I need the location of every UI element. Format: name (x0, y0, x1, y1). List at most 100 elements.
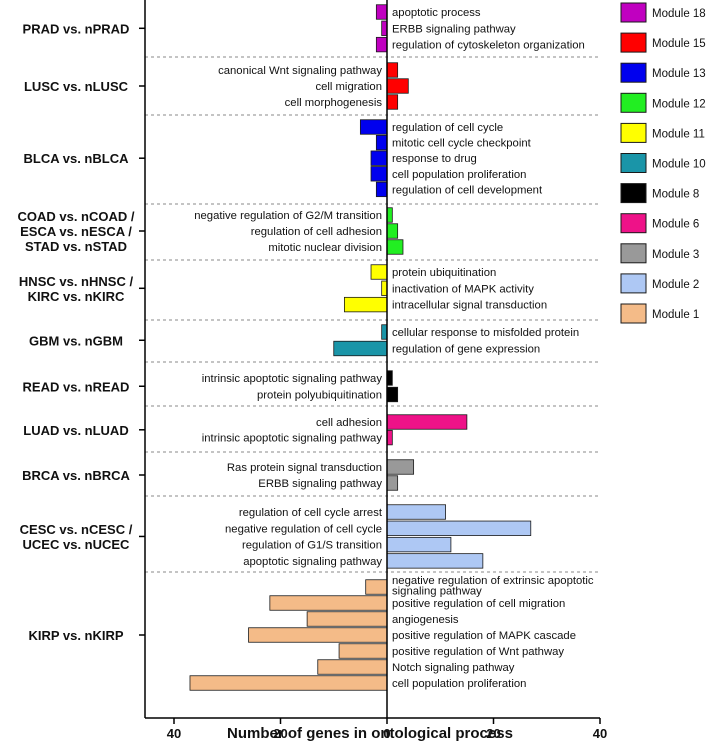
term-label: regulation of cell cycle arrest (239, 507, 383, 519)
legend-label: Module 12 (652, 98, 706, 110)
term-label: cell migration (315, 81, 382, 93)
x-tick-label: 40 (593, 726, 607, 741)
term-label: inactivation of MAPK activity (392, 283, 534, 295)
legend-label: Module 3 (652, 249, 699, 261)
term-label: regulation of gene expression (392, 344, 540, 356)
group-label-line: HNSC vs. nHNSC / (19, 274, 134, 289)
bar (317, 659, 388, 675)
group-label: KIRP vs. nKIRP (28, 628, 123, 643)
term-label: canonical Wnt signaling pathway (218, 65, 382, 77)
term-label: apoptotic signaling pathway (243, 556, 382, 568)
legend-swatch (620, 243, 647, 264)
group-label: BLCA vs. nBLCA (24, 151, 130, 166)
legend-swatch (620, 32, 647, 53)
bar (386, 78, 409, 94)
group-label: BRCA vs. nBRCA (22, 468, 130, 483)
term-label: positive regulation of cell migration (392, 598, 565, 610)
x-tick-label: 0 (383, 726, 390, 741)
bar (370, 264, 388, 280)
legend-swatch (620, 2, 647, 23)
bar (365, 579, 388, 595)
legend-swatch (620, 213, 647, 234)
group-label: GBM vs. nGBM (29, 333, 123, 348)
legend-label: Module 2 (652, 279, 699, 291)
term-label: intrinsic apoptotic signaling pathway (202, 373, 383, 385)
x-axis-title: Number of genes in ontological process (227, 725, 513, 742)
legend-swatch (620, 122, 647, 143)
term-label: regulation of G1/S transition (242, 540, 382, 552)
bar (375, 4, 388, 20)
group-label-line: LUAD vs. nLUAD (23, 423, 128, 438)
bar (386, 62, 399, 78)
term-label: Notch signaling pathway (392, 662, 515, 674)
bar (386, 414, 468, 430)
group-label: COAD vs. nCOAD /ESCA vs. nESCA /STAD vs.… (17, 209, 134, 254)
bar (338, 643, 388, 659)
group-label-line: UCEC vs. nUCEC (23, 537, 131, 552)
term-label: regulation of cell adhesion (251, 226, 382, 238)
bar (386, 553, 484, 569)
group-label: READ vs. nREAD (23, 379, 130, 394)
term-label: angiogenesis (392, 614, 459, 626)
term-label: response to drug (392, 153, 477, 165)
bar (333, 340, 388, 357)
bar (386, 429, 393, 446)
term-label: mitotic cell cycle checkpoint (392, 138, 532, 150)
term-label: regulation of cell development (392, 184, 543, 196)
legend-swatch (620, 62, 647, 83)
term-label: cell morphogenesis (285, 97, 383, 109)
group-label-line: COAD vs. nCOAD / (17, 209, 134, 224)
x-tick-label: 20 (273, 726, 287, 741)
group-label: LUAD vs. nLUAD (23, 423, 128, 438)
term-label: positive regulation of Wnt pathway (392, 646, 564, 658)
term-label: regulation of cell cycle (392, 122, 503, 134)
legend-label: Module 10 (652, 159, 706, 171)
bar (375, 181, 388, 198)
bar (375, 36, 388, 53)
term-label-line: negative regulation of extrinsic apoptot… (392, 575, 594, 587)
group-label-line: LUSC vs. nLUSC (24, 79, 129, 94)
term-label: regulation of cytoskeleton organization (392, 40, 585, 52)
bar (381, 20, 388, 36)
term-label: protein ubiquitination (392, 267, 496, 279)
bar (381, 280, 388, 296)
legend-swatch (620, 273, 647, 294)
group-label-line: BRCA vs. nBRCA (22, 468, 130, 483)
term-label-line: signaling pathway (392, 586, 482, 598)
legend-label: Module 1 (652, 309, 699, 321)
legend-swatch (620, 92, 647, 113)
group-label: LUSC vs. nLUSC (24, 79, 129, 94)
bar (370, 166, 388, 182)
term-label: intracellular signal transduction (392, 300, 547, 312)
bar (386, 504, 446, 520)
bar (386, 223, 399, 239)
term-label: cell adhesion (316, 417, 382, 429)
term-label: apoptotic process (392, 7, 481, 19)
term-label: cellular response to misfolded protein (392, 327, 579, 339)
term-label: cell population proliferation (392, 169, 526, 181)
term-label: intrinsic apoptotic signaling pathway (202, 433, 383, 445)
group-label-line: KIRC vs. nKIRC (28, 289, 125, 304)
legend-label: Module 13 (652, 68, 706, 80)
term-label: negative regulation of extrinsic apoptot… (392, 575, 594, 598)
term-label: Ras protein signal transduction (227, 462, 382, 474)
bar (306, 611, 388, 627)
legend-swatch (620, 153, 647, 173)
bar (386, 370, 393, 386)
bar (269, 595, 388, 611)
group-label: PRAD vs. nPRAD (23, 21, 130, 36)
bar (375, 134, 388, 151)
bar (359, 119, 388, 135)
bar (386, 536, 452, 553)
group-label: HNSC vs. nHNSC /KIRC vs. nKIRC (19, 274, 134, 304)
legend-label: Module 6 (652, 219, 699, 231)
group-label: CESC vs. nCESC /UCEC vs. nUCEC (20, 522, 133, 552)
bar (248, 627, 388, 643)
bar (386, 386, 399, 403)
legend-label: Module 18 (652, 8, 706, 20)
term-label: ERBB signaling pathway (392, 23, 516, 35)
group-label-line: KIRP vs. nKIRP (28, 628, 123, 643)
term-label: positive regulation of MAPK cascade (392, 630, 576, 642)
